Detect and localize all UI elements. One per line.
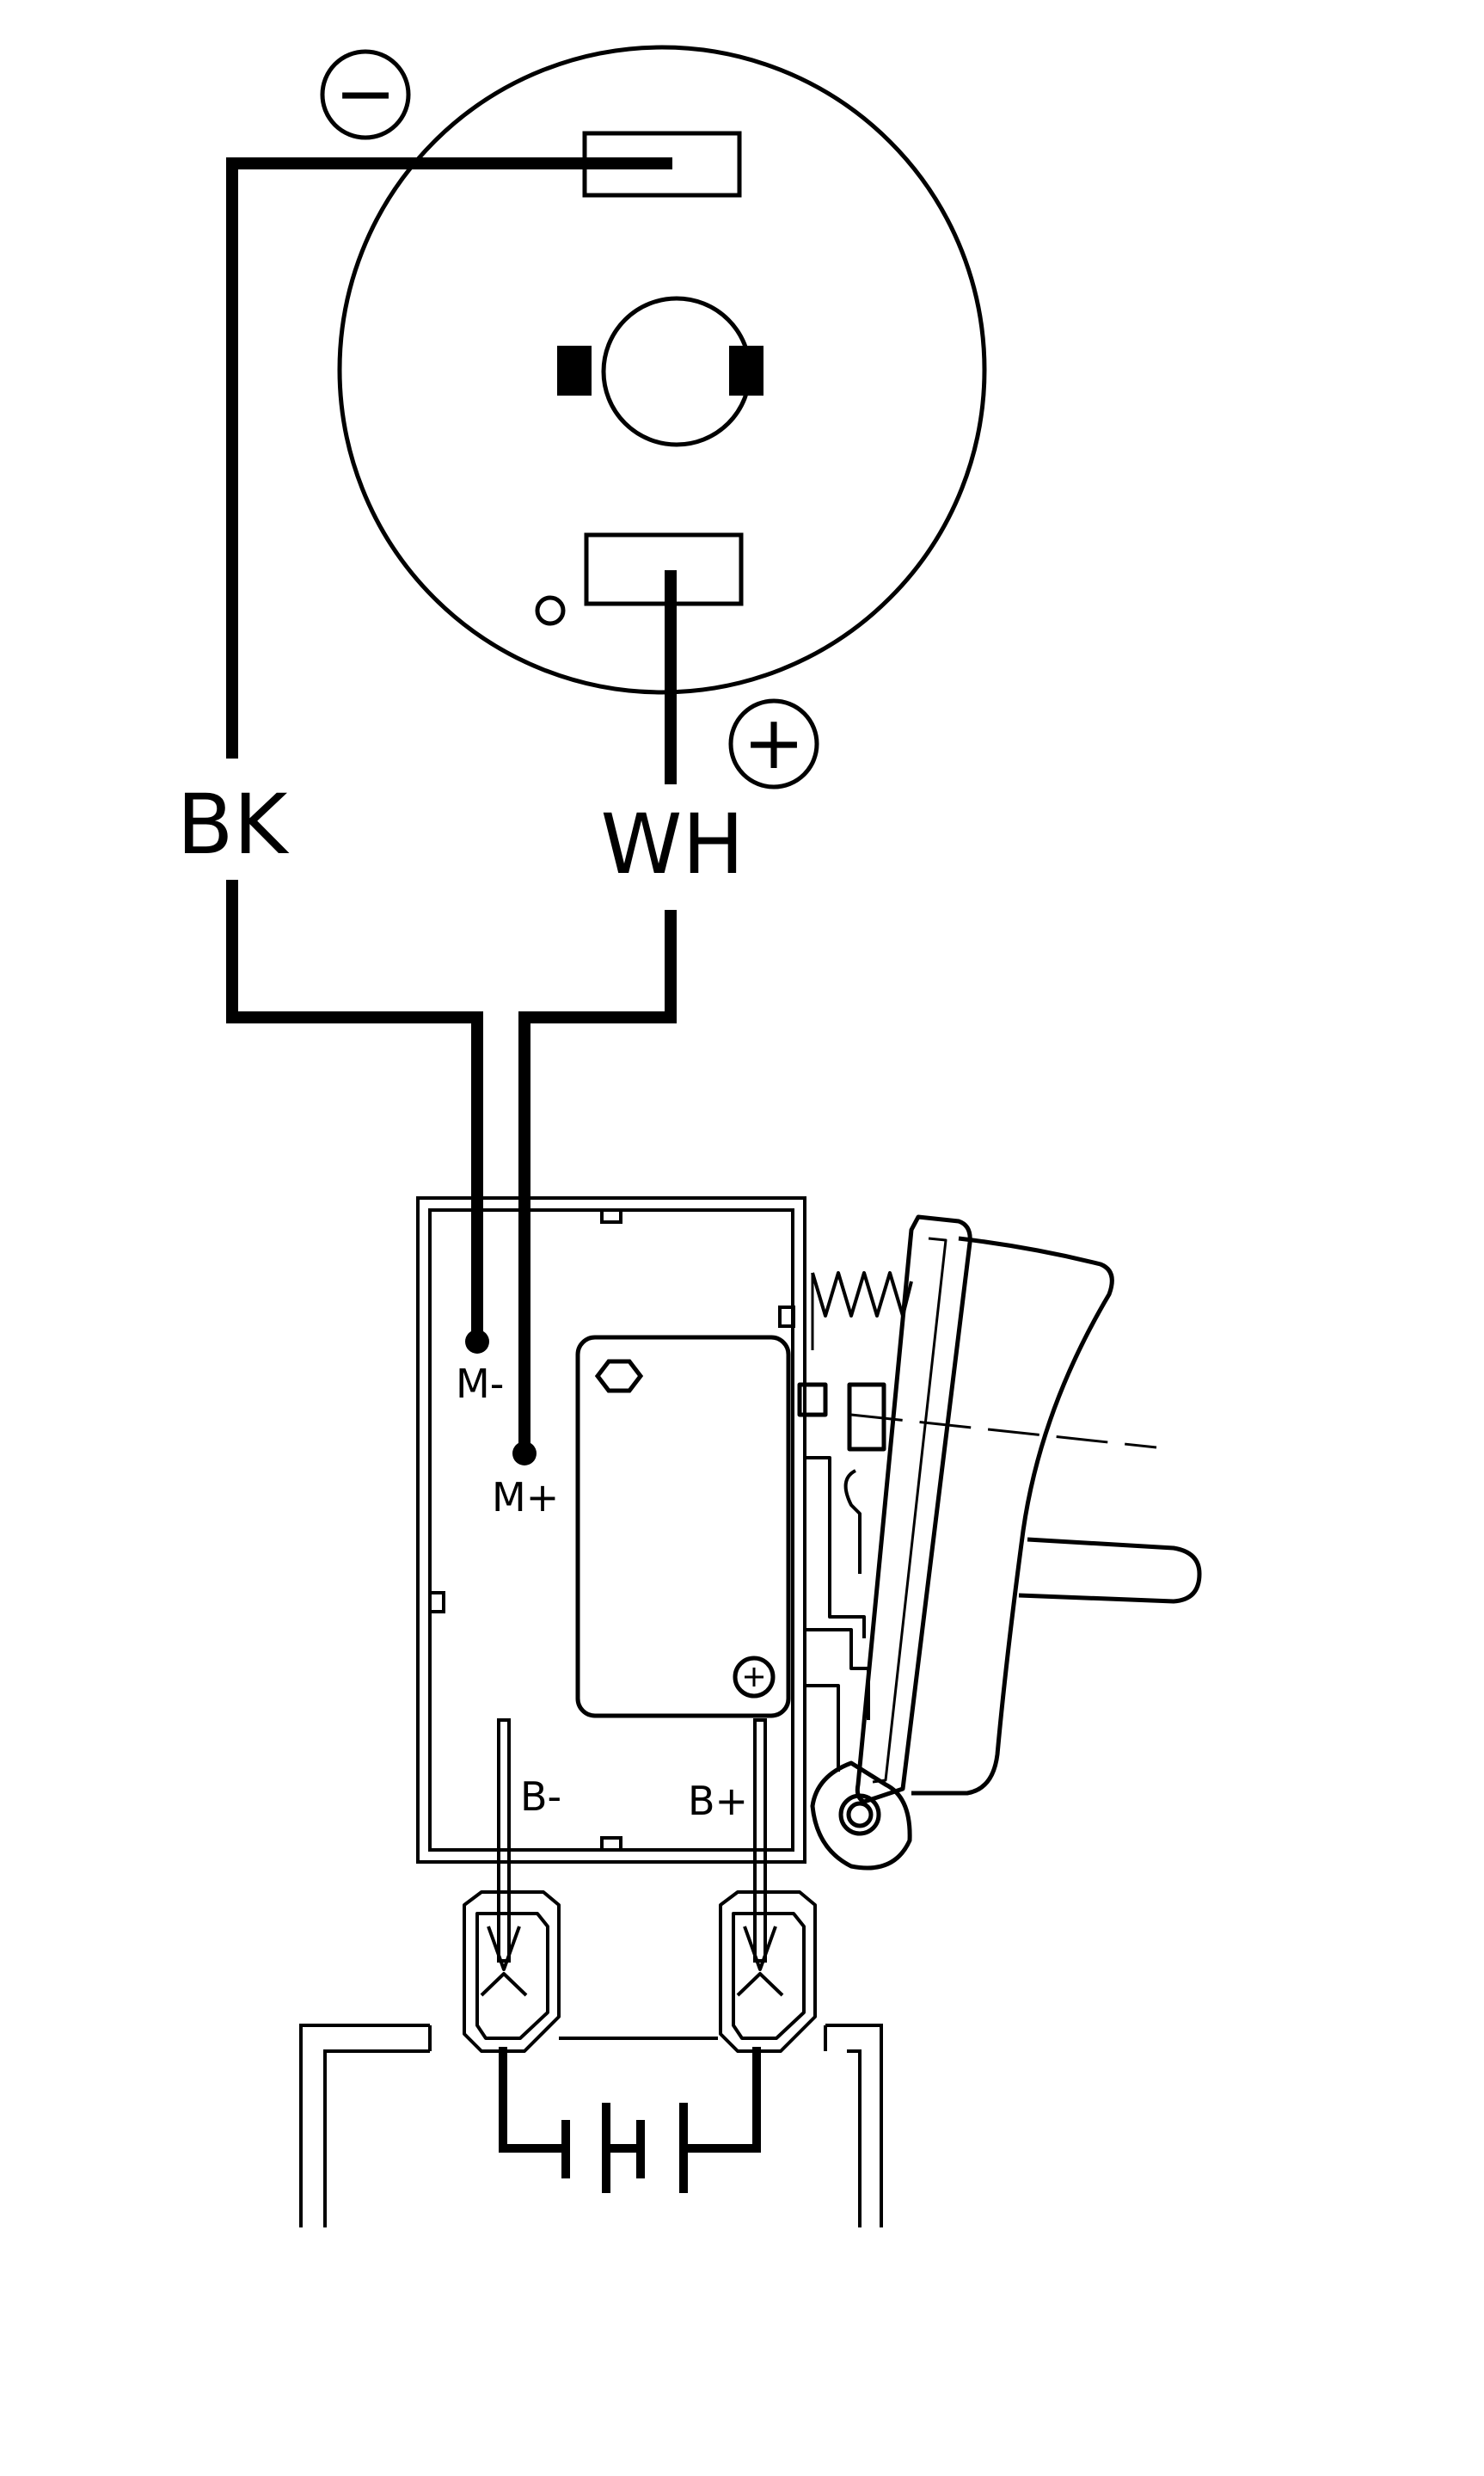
compartment-inner-wall — [323, 2049, 862, 2227]
pivot-screw-icon — [810, 1760, 912, 1871]
m-minus-label: M- — [456, 1361, 504, 1407]
black-wire-lower — [226, 880, 483, 1348]
battery-compartment — [299, 2024, 883, 2227]
motor-shaft — [601, 296, 752, 447]
white-wire-label: WH — [600, 796, 744, 893]
plunger-block — [797, 1382, 828, 1417]
microswitch-body — [575, 1335, 791, 1718]
trigger-paddle — [911, 1236, 1114, 1796]
battery-pins — [497, 1718, 767, 1963]
return-spring — [811, 1271, 913, 1318]
motor-negative-marker: − — [320, 49, 411, 140]
shaft-brush-left — [557, 346, 592, 396]
m-plus-label: M+ — [492, 1474, 559, 1521]
white-wire-lower — [518, 910, 677, 1459]
motor-housing — [337, 45, 987, 695]
motor-negative-point — [465, 1330, 489, 1354]
black-wire-upper — [226, 157, 672, 759]
motor-mount-hole — [535, 595, 566, 626]
motor-positive-terminal — [584, 532, 744, 606]
b-plus-label: B+ — [688, 1778, 748, 1824]
trigger-lever — [855, 1214, 972, 1804]
plunger-axis-dash — [850, 1413, 1157, 1449]
positive-symbol: + — [743, 700, 805, 786]
b-minus-label: B- — [520, 1773, 561, 1820]
battery-cells-icon — [499, 2047, 761, 2193]
trigger-mechanism — [797, 1214, 1202, 1871]
motor-positive-point — [512, 1441, 537, 1465]
battery-clips — [463, 1890, 817, 2053]
switch-outer-frame — [416, 1196, 806, 1864]
motor — [337, 45, 987, 695]
screw-icon — [733, 1656, 776, 1699]
motor-positive-marker: + — [728, 698, 819, 789]
negative-symbol: − — [334, 51, 396, 137]
shaft-brush-right — [729, 346, 763, 396]
microswitch-hex-nut — [594, 1359, 644, 1393]
right-battery-clip — [719, 1890, 817, 2053]
wires — [226, 157, 677, 1459]
left-battery-clip — [463, 1890, 561, 2053]
trigger-stem — [1018, 1537, 1202, 1604]
switch-inner-frame — [428, 1208, 794, 1852]
microswitch — [575, 1335, 791, 1718]
b-plus-pin — [753, 1718, 767, 1963]
black-wire-label: BK — [177, 777, 290, 873]
b-minus-pin — [497, 1718, 511, 1963]
compartment-outer-wall — [299, 2024, 883, 2227]
switch-housing — [416, 1196, 806, 1864]
